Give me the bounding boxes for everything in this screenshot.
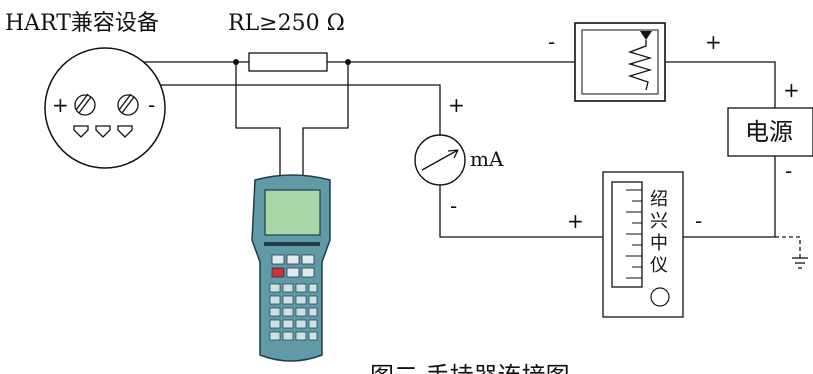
indicator-inner <box>581 29 659 95</box>
terminal-plus-icon <box>74 93 96 116</box>
wire-indicator-to-power <box>665 61 776 108</box>
recorder-plus-sign: + <box>567 209 584 233</box>
terminal-minus-icon <box>117 93 139 116</box>
recorder: 绍 兴 中 仪 + - <box>567 171 702 318</box>
indicator-minus-sign: - <box>548 30 555 54</box>
recorder-label-char-3: 中 <box>650 233 668 254</box>
recorder-minus-sign: - <box>695 209 702 233</box>
device-housing <box>44 47 166 169</box>
spring-icon <box>627 40 653 91</box>
recorder-scale-ticks <box>626 189 642 279</box>
ammeter-unit: mA <box>470 147 504 171</box>
ammeter-minus-sign: - <box>450 194 457 218</box>
resistor-label: RL≥250 Ω <box>228 11 345 36</box>
handheld-brand-strip <box>264 242 320 246</box>
device-label: HART兼容设备 <box>5 11 159 36</box>
ground-icon <box>792 257 808 269</box>
recorder-knob-icon <box>650 287 670 307</box>
ammeter-needle-icon <box>421 149 459 171</box>
wire-handheld-left <box>235 62 281 187</box>
indicator-plus-sign: + <box>705 30 722 54</box>
load-resistor: RL≥250 Ω <box>228 11 345 72</box>
connector-triangles-icon <box>73 125 133 138</box>
indicator-frame <box>574 22 666 102</box>
wire-ground <box>775 236 801 258</box>
recorder-label-char-2: 兴 <box>650 211 668 232</box>
handheld-keypad <box>269 254 318 341</box>
recorder-label-char-4: 仪 <box>650 255 668 276</box>
power-supply: 电源 + - <box>727 78 813 183</box>
wire-handheld-right <box>302 62 349 187</box>
wire-ammeter-to-recorder <box>439 185 603 238</box>
junction-dot-right <box>345 59 351 65</box>
power-supply-box <box>727 107 813 157</box>
junction-dot-left <box>233 59 239 65</box>
ammeter-plus-sign: + <box>448 93 465 117</box>
indicator: - + <box>548 22 722 102</box>
hart-device: HART兼容设备 + - <box>5 11 166 169</box>
indicator-pointer-icon <box>640 31 652 40</box>
handheld-communicator <box>251 174 331 362</box>
power-supply-label: 电源 <box>745 118 793 146</box>
handheld-screen <box>264 189 321 236</box>
wire-device-to-ammeter <box>127 84 441 135</box>
power-minus-sign: - <box>785 159 792 183</box>
power-plus-sign: + <box>783 78 800 102</box>
device-plus-sign: + <box>52 93 69 117</box>
ammeter: mA + - <box>414 93 504 218</box>
device-minus-sign: - <box>148 93 155 117</box>
figure-caption: 图二 手持器连接图 <box>370 362 570 374</box>
resistor-body <box>248 52 328 72</box>
recorder-label-char-1: 绍 <box>650 189 668 210</box>
